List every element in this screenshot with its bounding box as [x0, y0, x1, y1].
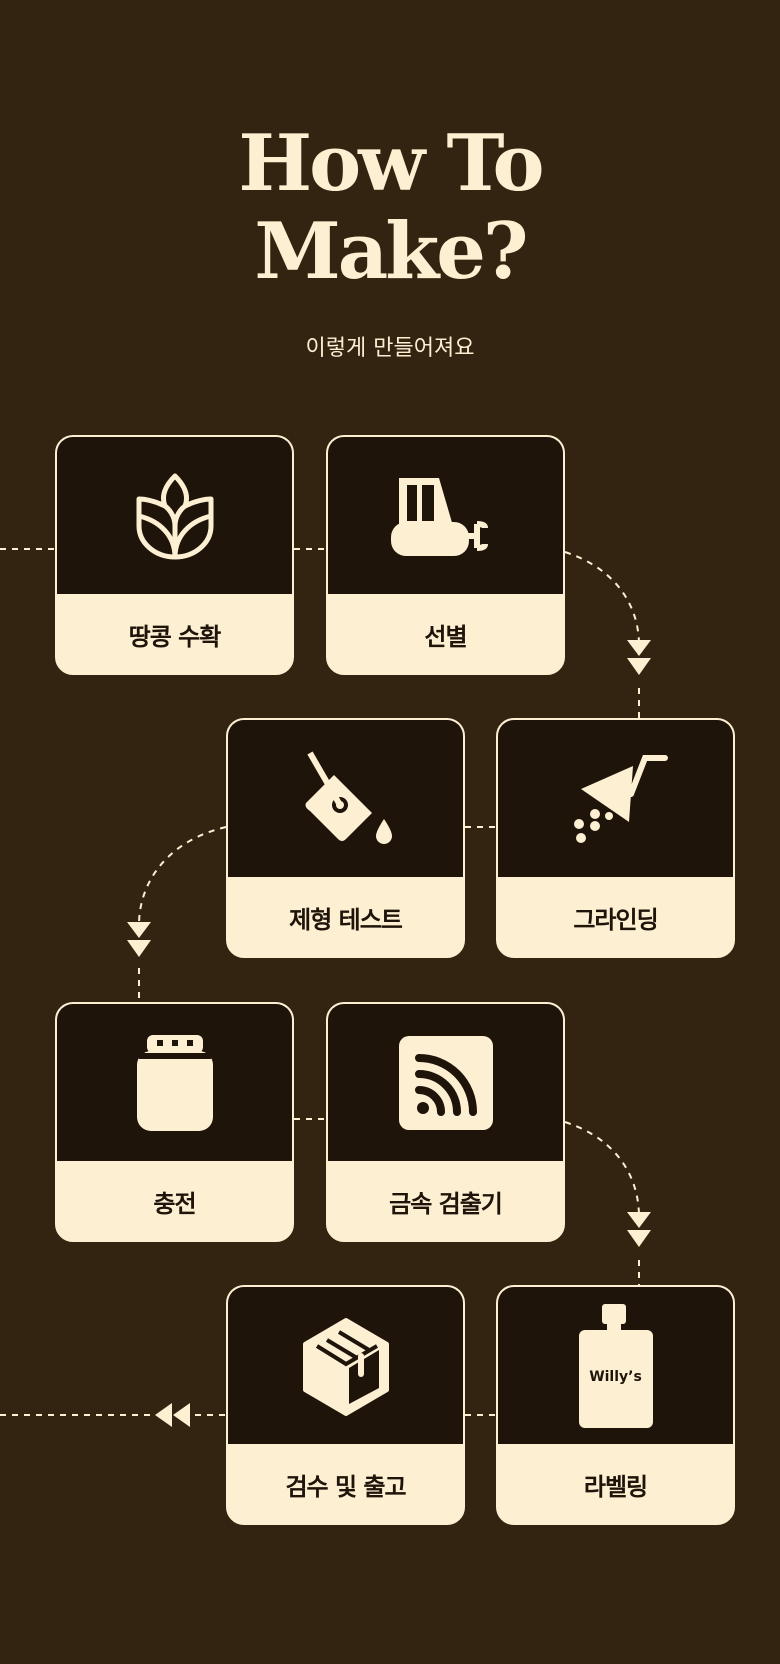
step-card-filling: 충전: [55, 1002, 294, 1242]
paint-bucket-icon: [305, 751, 392, 844]
step-card-formulation-test: 제형 테스트: [226, 718, 465, 958]
sprout-icon: [136, 473, 213, 559]
step-label: 금속 검출기: [389, 1190, 503, 1218]
bottle-label-text: Willy’s: [589, 1369, 642, 1385]
arrow-icons: [127, 640, 651, 1427]
step-label: 선별: [424, 623, 467, 651]
step-card-harvest: 땅콩 수확: [55, 435, 294, 675]
step-label: 그라인딩: [573, 906, 658, 934]
step-label: 충전: [153, 1190, 196, 1218]
step-card-metal-detector: 금속 검출기: [326, 1002, 565, 1242]
grinder-icon: [573, 754, 668, 843]
jar-icon: [136, 1034, 213, 1131]
step-label: 제형 테스트: [289, 906, 403, 934]
title-line-2: Make?: [254, 206, 528, 297]
subtitle: 이렇게 만들어져요: [305, 336, 475, 361]
step-label: 검수 및 출고: [285, 1473, 406, 1501]
step-card-inspection-shipping: 검수 및 출고: [226, 1285, 465, 1525]
bottle-icon: [578, 1303, 653, 1428]
step-card-grinding: 그라인딩: [496, 718, 735, 958]
box-icon: [302, 1317, 389, 1416]
step-card-sorting: 선별: [326, 435, 565, 675]
step-label: 땅콩 수확: [128, 623, 222, 651]
title-line-1: How To: [238, 118, 544, 209]
step-label: 라벨링: [583, 1473, 648, 1501]
step-card-labeling: Willy’s 라벨링: [496, 1285, 735, 1525]
signal-icon: [398, 1035, 493, 1130]
bulldozer-icon: [390, 477, 488, 556]
